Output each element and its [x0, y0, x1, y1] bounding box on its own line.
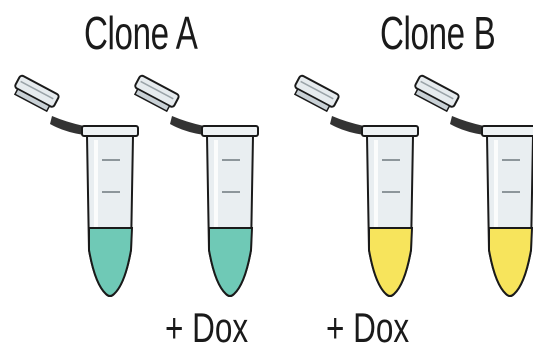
tube-1 [11, 75, 138, 296]
liquid-clone-b [369, 228, 412, 296]
tube-2-treatment-label: + Dox [165, 304, 248, 352]
liquid-clone-a [89, 228, 132, 296]
tube-3 [291, 75, 418, 296]
liquid-clone-a [209, 228, 252, 296]
tube-3-treatment-label: + Dox [326, 304, 409, 352]
tube-2 [131, 75, 258, 296]
liquid-clone-b [489, 228, 532, 296]
tube-4 [411, 75, 533, 296]
